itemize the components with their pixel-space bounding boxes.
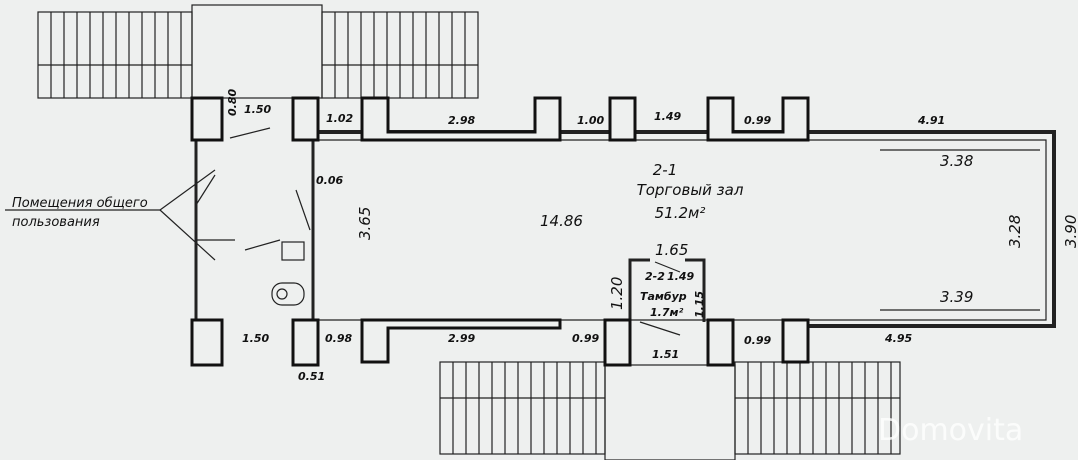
dim: 1.49: [654, 110, 681, 123]
watermark: Domovita: [878, 413, 1023, 448]
room-name: Торговый зал: [637, 181, 744, 199]
dim: 1.00: [577, 114, 604, 127]
dim: 2.99: [448, 332, 475, 345]
dim: 4.91: [917, 114, 945, 127]
callout-line2: пользования: [12, 215, 100, 230]
dim: 0.99: [744, 334, 771, 347]
dim: 3.90: [1062, 215, 1078, 248]
dim: 0.98: [325, 332, 352, 345]
room-vestibule-label: 2-2 Тамбур 1.7м²: [640, 270, 687, 319]
dim: 3.39: [940, 288, 973, 306]
dim: 4.95: [884, 332, 912, 345]
dimension-labels: 0.80 1.50 1.02 2.98 1.00 1.49 0.99 4.91 …: [226, 89, 1078, 383]
dim: 2.98: [448, 114, 475, 127]
dim: 1.50: [244, 103, 271, 116]
dim: 14.86: [540, 212, 583, 230]
dim: 1.50: [242, 332, 269, 345]
dim: 1.20: [608, 277, 626, 310]
vestibule-name: Тамбур: [640, 290, 687, 303]
dim: 1.49: [667, 270, 694, 283]
callout-common-areas: Помещения общего пользования: [12, 196, 148, 230]
dim: 0.06: [316, 174, 343, 187]
room-area: 51.2м²: [655, 204, 706, 222]
dim: 0.99: [744, 114, 771, 127]
dim: 0.99: [572, 332, 599, 345]
room-main-label: 2-1 Торговый зал 51.2м²: [637, 161, 744, 222]
dim: 1.51: [652, 348, 679, 361]
room-id: 2-1: [653, 161, 678, 179]
callout-line1: Помещения общего: [12, 196, 148, 211]
dim: 0.51: [298, 370, 325, 383]
vestibule-area: 1.7м²: [650, 306, 683, 319]
dim: 1.15: [693, 291, 706, 318]
dim: 3.65: [356, 207, 374, 240]
stairs-bottom: [439, 361, 901, 460]
stairs-top: [37, 4, 479, 99]
walls: [5, 96, 1056, 367]
dim: 0.80: [226, 89, 239, 116]
dim: 1.65: [655, 241, 688, 259]
dim: 3.38: [940, 152, 973, 170]
dim: 1.02: [326, 112, 353, 125]
vestibule-id: 2-2: [645, 270, 665, 283]
dim: 3.28: [1006, 215, 1024, 248]
